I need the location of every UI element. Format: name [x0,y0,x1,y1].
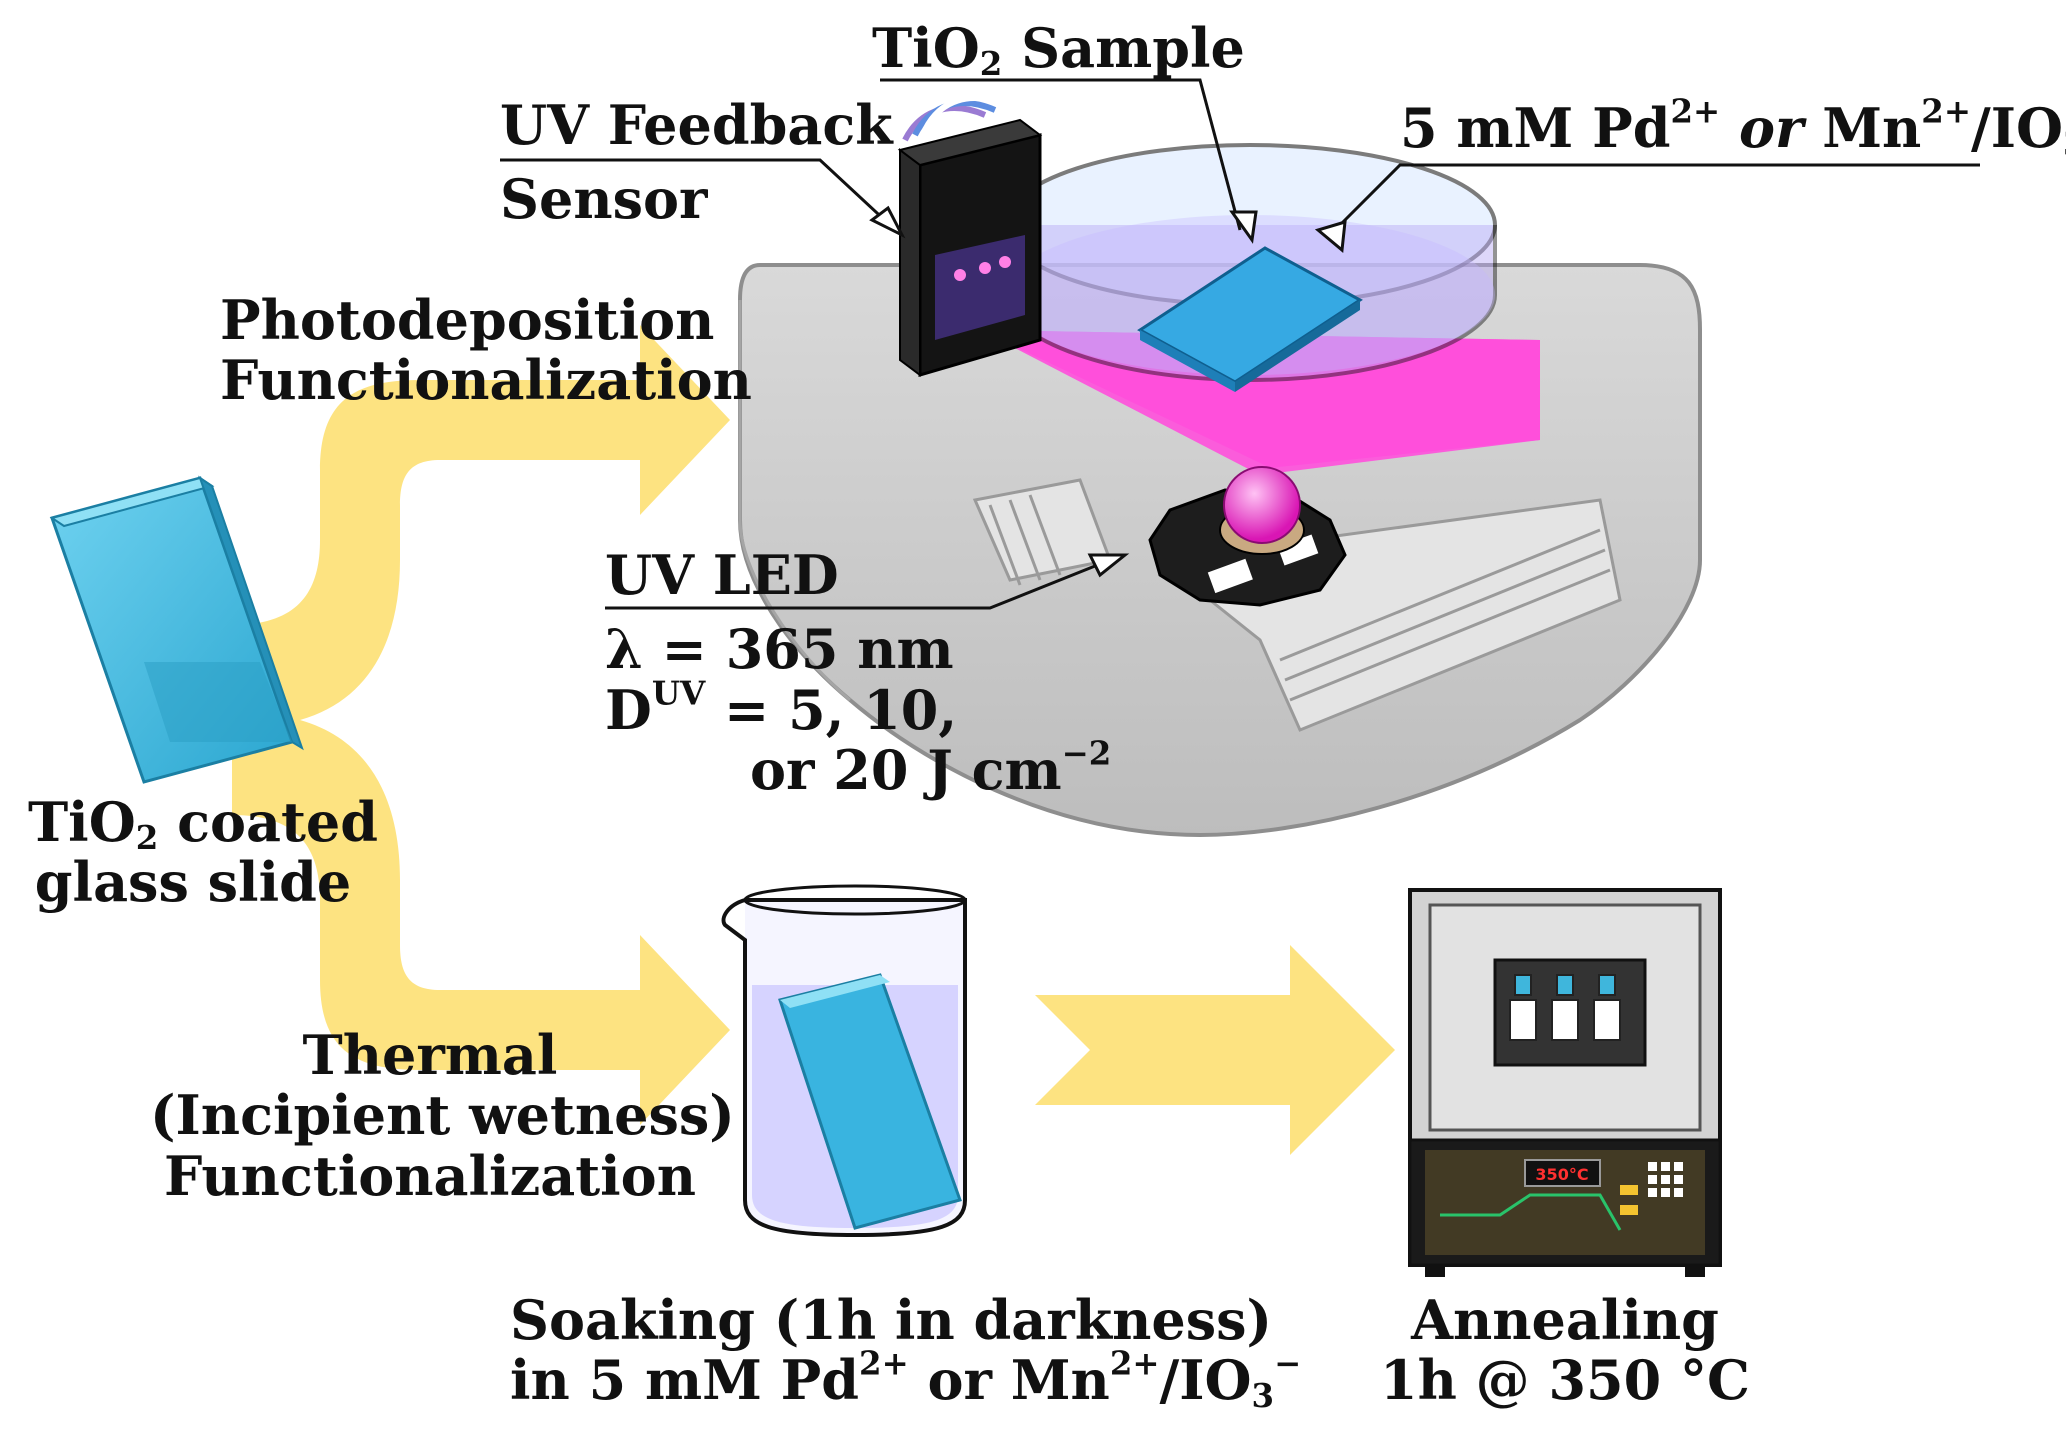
tio2-glass-slide [49,475,304,784]
oven-vials [1509,974,1621,1041]
soaking-line2: in 5 mM Pd2+ or Mn2+/IO3− [510,1348,1301,1413]
oven-display-text: 350°C [1535,1165,1588,1184]
solution-pd-charge: 2+ [1670,92,1721,131]
solution-mn-charge: 2+ [1921,92,1971,131]
uv-led-wavelength: λ = 365 nm [605,617,954,682]
led-leader [605,558,1111,610]
soaking-io-sub: 3 [1251,1377,1275,1416]
annealing-line2: 1h @ 350 °C [1380,1348,1750,1413]
solution-io-sub: 3 [2063,125,2066,163]
soaking-io-charge: − [1274,1345,1302,1384]
uv-led-dose-line2-text: or 20 J cm [750,738,1062,803]
uv-led-dose-line2: or 20 J cm−2 [605,738,1111,803]
uv-feedback-sensor-label: UV Feedback Sensor [500,95,893,230]
beaker [721,884,967,1238]
solution-label: 5 mM Pd2+ or Mn2+/IO3− [1400,96,2066,161]
soaking-mn: or Mn [908,1348,1110,1413]
soaking-line1: Soaking (1h in darkness) [510,1288,1273,1352]
thermal-line2: (Incipient wetness) [150,1083,735,1148]
branch-arrow [232,325,730,1125]
thermal-line1: Thermal [302,1023,558,1087]
uv-led-dose: DUV = 5, 10, [605,677,1111,742]
annealing-label: Annealing 1h @ 350 °C [1380,1290,1750,1411]
annealing-oven: 350°C [1408,888,1722,1277]
soaking-pd-charge: 2+ [859,1345,909,1384]
solution-or: or [1738,96,1804,160]
tio2-sample-label-post: Sample [1002,16,1245,80]
annealing-arrow [1035,945,1395,1155]
uv-led-dose-symbol: D [605,677,652,742]
leader-lines [500,78,1980,610]
uv-feedback-sensor [897,95,1043,377]
process-arrows [232,325,1395,1155]
slide-label-line2: glass slide [34,850,352,915]
annealing-line1: Annealing [1411,1288,1719,1352]
uv-led-title: UV LED [605,543,839,607]
tio2-sample-label-sub: 2 [979,45,1003,84]
oven-display [1524,1159,1601,1187]
uv-led-dose-sup: UV [651,674,706,713]
uv-led-dose-values: = 5, 10, [705,677,958,742]
soaking-label: Soaking (1h in darkness) in 5 mM Pd2+ or… [510,1288,1301,1413]
soaking-pd: in 5 mM Pd [510,1348,860,1413]
slide-label-sub: 2 [135,819,159,858]
uv-led [1148,466,1347,607]
tio2-sample-label: TiO2 Sample [872,16,1245,81]
tio2-sample [1137,246,1363,392]
sensor-leader [500,158,892,227]
tio2-sample-label-pre: TiO [872,16,980,80]
soaking-io: /IO [1159,1348,1252,1413]
solution-leader [1328,163,1980,237]
photodeposition-label: Photodeposition Functionalization [220,290,752,411]
photodeposition-line1: Photodeposition [220,288,715,352]
slide-label-line1: TiO2 coated [28,790,378,855]
oven-keypad [1648,1162,1683,1197]
thermal-line3: Functionalization [164,1143,696,1208]
sample-leader [880,78,1242,231]
photodeposition-line2: Functionalization [220,348,752,413]
uv-led-label: UV LED λ = 365 nm DUV = 5, 10, or 20 J c… [605,545,1111,801]
thermal-label: Thermal (Incipient wetness) Functionaliz… [150,1023,735,1208]
soaking-mn-charge: 2+ [1109,1345,1160,1384]
beaker-slide [778,973,962,1230]
uv-feedback-line1: UV Feedback [500,93,893,157]
uv-feedback-line2: Sensor [500,167,708,232]
uv-led-dose-unit-sup: −2 [1061,735,1112,774]
slide-label-post: coated [158,790,379,854]
solution-pd: 5 mM Pd [1400,96,1671,160]
solution-mn: Mn [1822,96,1922,160]
solution-io: /IO [1970,96,2063,160]
slide-label: TiO2 coated glass slide [28,790,378,915]
slide-label-pre: TiO [28,790,136,854]
